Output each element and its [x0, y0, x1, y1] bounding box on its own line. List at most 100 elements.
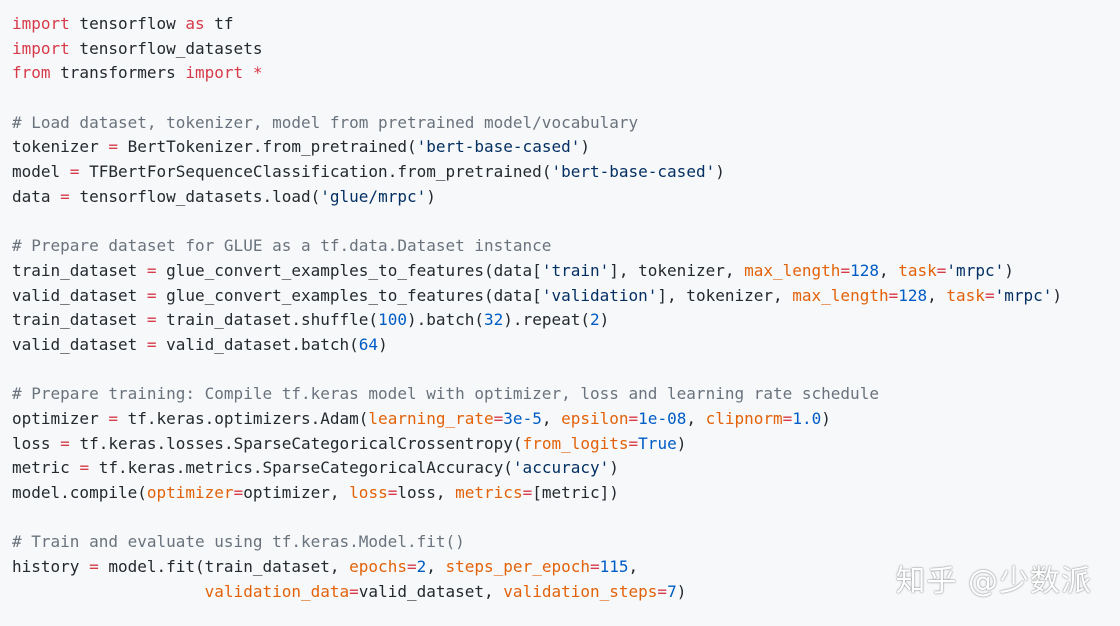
code-line-13: train_dataset = train_dataset.shuffle(10… [12, 308, 1062, 333]
param-name: metrics [455, 483, 523, 503]
operator: = [387, 483, 398, 503]
string-literal: 'validation' [541, 285, 658, 305]
operator: = [69, 162, 80, 182]
code-text: history [12, 557, 90, 577]
operator: * [243, 63, 263, 83]
code-text: valid_dataset [12, 334, 147, 354]
string-literal: 'mrpc' [994, 285, 1053, 305]
operator: = [984, 285, 995, 305]
code-text: ) [599, 310, 610, 330]
code-text: ], tokenizer, [657, 285, 793, 305]
code-text: ) [676, 433, 687, 453]
code-line-16: # Prepare training: Compile tf.keras mod… [12, 382, 1062, 407]
param-name: validation_steps [503, 581, 658, 601]
code-text: ).repeat( [503, 310, 590, 330]
code-text: , [927, 285, 947, 305]
code-line-3: from transformers import * [12, 61, 1062, 86]
string-literal: 'bert-base-cased' [551, 162, 716, 182]
param-name: learning_rate [368, 409, 494, 428]
code-line-17: optimizer = tf.keras.optimizers.Adam(lea… [12, 407, 1062, 432]
number-literal: 2 [416, 557, 427, 577]
code-line-12: valid_dataset = glue_convert_examples_to… [12, 284, 1062, 309]
param-name: task [898, 260, 937, 280]
number-literal: True [638, 433, 677, 453]
code-line-1: import tensorflow as tf [12, 12, 1062, 37]
code-text: glue_convert_examples_to_features(data[ [156, 260, 542, 280]
code-text: optimizer, [243, 483, 350, 503]
comment: # Prepare dataset for GLUE as a tf.data.… [12, 236, 552, 256]
param-name: max_length [744, 260, 841, 280]
code-text: data [12, 186, 61, 206]
code-line-9 [12, 210, 1062, 235]
code-text: tokenizer [12, 137, 109, 157]
code-line-4 [12, 86, 1062, 111]
comment: # Train and evaluate using tf.keras.Mode… [12, 532, 465, 552]
operator: = [888, 285, 899, 305]
param-name: validation_data [204, 581, 350, 601]
number-literal: 1.0 [792, 409, 822, 428]
number-literal: 128 [850, 260, 879, 280]
code-text: ) [609, 458, 619, 478]
number-literal: 32 [484, 310, 504, 330]
operator: = [936, 260, 947, 280]
string-literal: 'glue/mrpc' [320, 186, 427, 206]
code-line-8: data = tensorflow_datasets.load('glue/mr… [12, 185, 1062, 210]
number-literal: 1e-08 [638, 409, 687, 428]
code-text: , [878, 260, 899, 280]
code-text: glue_convert_examples_to_features(data[ [156, 285, 542, 305]
code-text: , [426, 557, 446, 577]
code-text: ).batch( [406, 310, 485, 330]
code-text: ], tokenizer, [609, 260, 745, 280]
code-text: ) [1052, 285, 1063, 305]
code-line-23: history = model.fit(train_dataset, epoch… [12, 555, 1062, 580]
operator: = [108, 409, 118, 428]
operator: = [79, 458, 90, 478]
code-text: valid_dataset [12, 285, 147, 305]
code-text: loss, [397, 483, 456, 503]
code-text: loss [12, 433, 61, 453]
code-text: ) [1004, 260, 1014, 280]
number-literal: 64 [358, 334, 379, 354]
number-literal: 7 [667, 581, 677, 601]
code-line-6: tokenizer = BertTokenizer.from_pretraine… [12, 135, 1062, 160]
operator: = [628, 409, 639, 428]
code-text: ) [821, 409, 831, 428]
keyword: import [12, 14, 70, 33]
code-text: tensorflow_datasets [69, 38, 263, 58]
operator: = [60, 433, 70, 453]
code-text: tf.keras.metrics.SparseCategoricalAccura… [89, 458, 513, 478]
string-literal: 'mrpc' [946, 260, 1005, 280]
operator: = [406, 557, 417, 577]
code-text: ) [426, 186, 436, 206]
code-line-15 [12, 358, 1062, 383]
keyword: as [185, 14, 205, 33]
operator: = [146, 310, 157, 330]
code-line-19: metric = tf.keras.metrics.SparseCategori… [12, 456, 1062, 481]
code-line-22: # Train and evaluate using tf.keras.Mode… [12, 530, 1062, 555]
operator: = [89, 557, 99, 577]
keyword: from [12, 63, 51, 83]
code-line-2: import tensorflow_datasets [12, 37, 1062, 62]
code-text: transformers [50, 63, 186, 83]
code-text: tf.keras.losses.SparseCategoricalCrossen… [69, 433, 523, 453]
number-literal: 115 [599, 557, 629, 577]
code-text: valid_dataset, [358, 581, 504, 601]
operator: = [782, 409, 793, 428]
param-name: steps_per_epoch [445, 557, 591, 577]
operator: = [146, 334, 157, 354]
string-literal: 'accuracy' [512, 458, 610, 478]
code-text: metric [12, 458, 80, 478]
number-literal: 128 [898, 285, 928, 305]
param-name: task [946, 285, 985, 305]
operator: = [60, 186, 70, 206]
number-literal: 2 [590, 310, 600, 330]
operator: = [657, 581, 668, 601]
code-text: model [12, 162, 70, 182]
code-text: train_dataset [12, 310, 147, 330]
code-text: tf.keras.optimizers.Adam( [117, 409, 369, 428]
code-line-14: valid_dataset = valid_dataset.batch(64) [12, 333, 1062, 358]
code-line-18: loss = tf.keras.losses.SparseCategorical… [12, 432, 1062, 457]
code-line-10: # Prepare dataset for GLUE as a tf.data.… [12, 234, 1062, 259]
keyword: import [12, 38, 70, 58]
code-text: tensorflow [69, 14, 186, 33]
